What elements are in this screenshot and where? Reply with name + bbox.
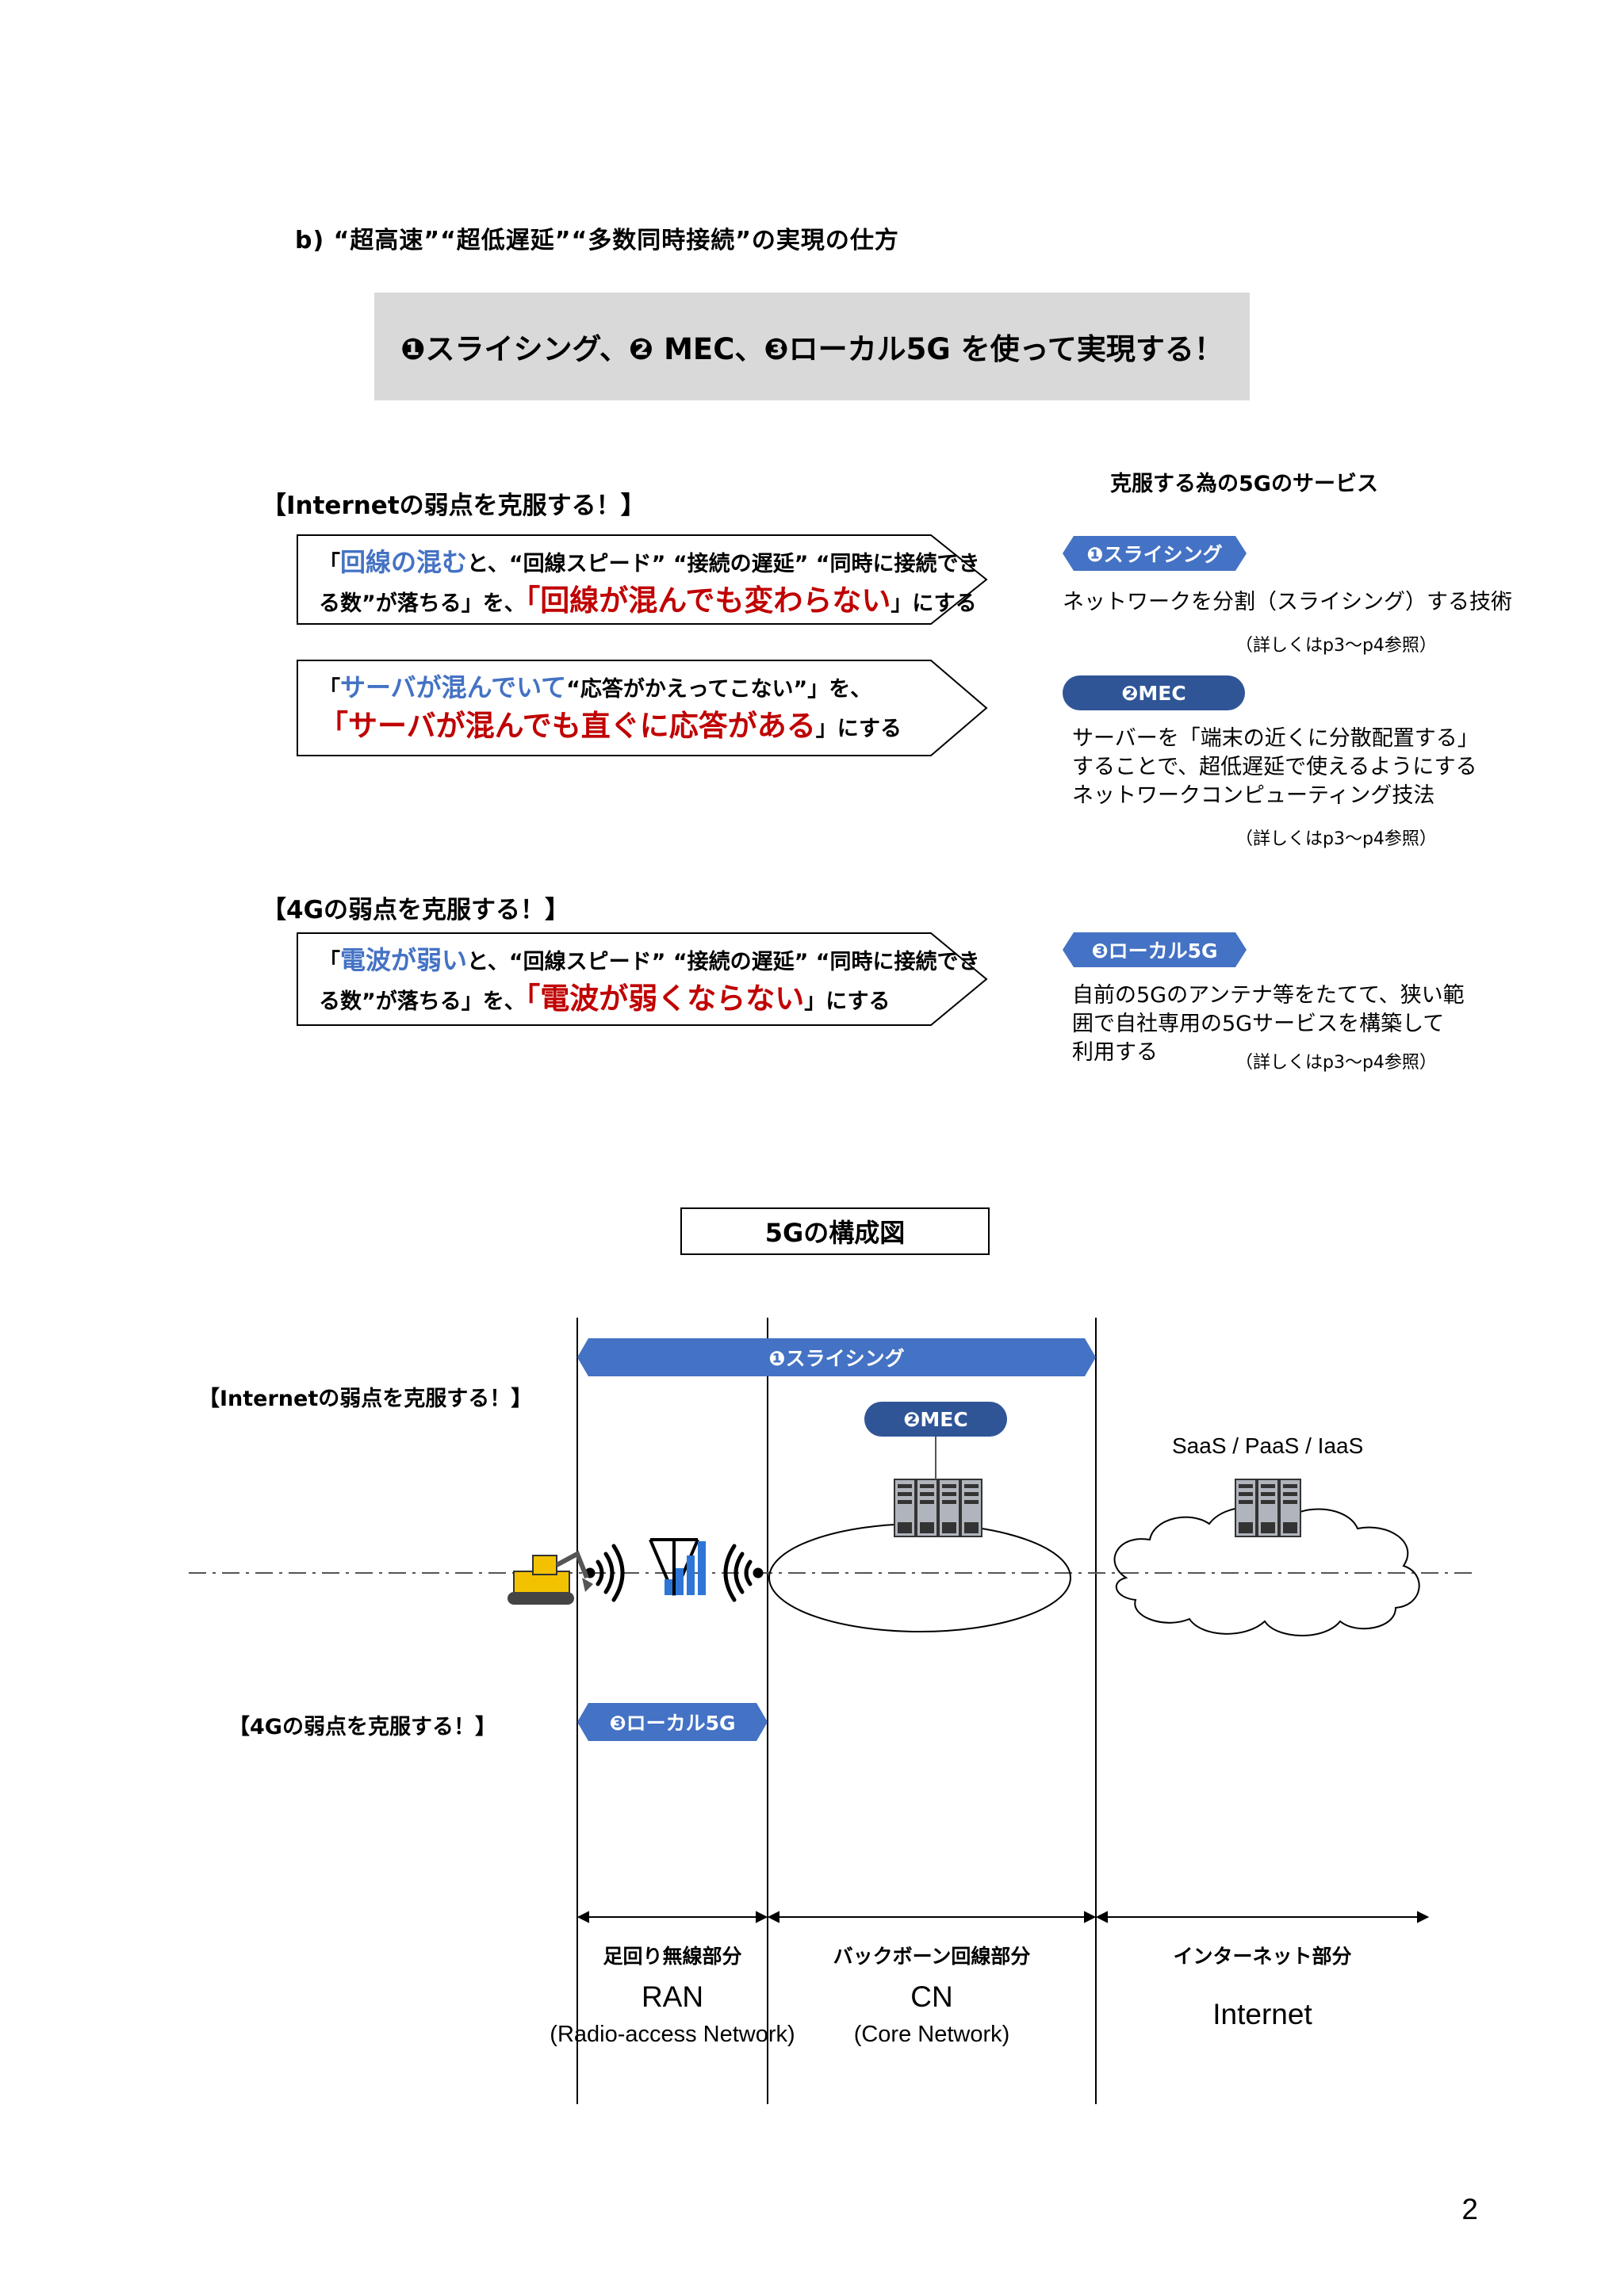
problem-box-1-text: 「回線の混むと、“回線スピード” “接続の遅延” “同時に接続でき る数”が落ち… bbox=[319, 544, 979, 622]
box2-l2-post: 」にする bbox=[815, 717, 902, 741]
cloud-server-icon bbox=[1235, 1479, 1301, 1537]
box2-l1-pre: 「 bbox=[319, 677, 340, 702]
segment-cn-label: バックボーン回線部分 bbox=[833, 1945, 1031, 1968]
wave-right-icon bbox=[723, 1544, 764, 1602]
segment-internet-name: Internet bbox=[1212, 1998, 1312, 2030]
box1-highlight-blue: 回線の混む bbox=[340, 547, 468, 577]
problem-box-3-text: 「電波が弱いと、“回線スピード” “接続の遅延” “同時に接続でき る数”が落ち… bbox=[319, 942, 979, 1020]
box1-l1-pre: 「 bbox=[319, 552, 340, 576]
service-local5g-desc: 自前の5Gのアンテナ等をたてて、狭い範 囲で自社専用の5Gサービスを構築して 利… bbox=[1072, 982, 1465, 1067]
segment-arrows bbox=[576, 1911, 1430, 1923]
diagram-mec-label: ❷MEC bbox=[903, 1407, 968, 1431]
service-local5g-desc-line: 利用する bbox=[1072, 1040, 1158, 1065]
services-header: 克服する為の5Gのサービス bbox=[1110, 472, 1378, 496]
diagram-title-text: 5Gの構成図 bbox=[764, 1218, 906, 1248]
diagram-title: 5Gの構成図 bbox=[680, 1207, 990, 1255]
excavator-icon bbox=[508, 1550, 593, 1605]
box3-highlight-blue: 電波が弱い bbox=[340, 945, 468, 975]
diagram-local5g-badge: ❸ローカル5G bbox=[577, 1703, 768, 1741]
segment-ran-name: RAN bbox=[641, 1980, 704, 2013]
service-slicing-label: ❶スライシング bbox=[1086, 543, 1223, 566]
service-local5g-label: ❸ローカル5G bbox=[1091, 939, 1218, 962]
diagram-4g-weak: 【4Gの弱点を克服する！】 bbox=[228, 1715, 496, 1739]
signal-bars-icon bbox=[665, 1541, 706, 1595]
service-slicing-badge: ❶スライシング bbox=[1063, 536, 1247, 571]
service-local5g-desc-line: 自前の5Gのアンテナ等をたてて、狭い範 bbox=[1072, 983, 1465, 1008]
diagram-local5g-label: ❸ローカル5G bbox=[609, 1712, 736, 1735]
diagram-mec-badge: ❷MEC bbox=[864, 1402, 1007, 1437]
box3-highlight-red: 「電波が弱くならない bbox=[525, 982, 805, 1016]
box1-highlight-red: 「回線が混んでも変わらない bbox=[525, 584, 891, 618]
section-heading: b) “超高速”“超低遅延”“多数同時接続”の実現の仕方 bbox=[295, 227, 899, 254]
box2-highlight-red: 「サーバが混んでも直ぐに応答がある bbox=[319, 709, 816, 743]
diagram-slicing-label: ❶スライシング bbox=[768, 1347, 905, 1370]
service-local5g-badge: ❸ローカル5G bbox=[1063, 932, 1247, 967]
box3-l1-pre: 「 bbox=[319, 950, 340, 974]
service-slicing-desc-line: ネットワークを分割（スライシング）する技術 bbox=[1063, 590, 1512, 614]
segment-ran-sub: (Radio-access Network) bbox=[550, 2022, 795, 2047]
mec-server-icon bbox=[894, 1479, 982, 1537]
diagram-internet-weak: 【Internetの弱点を克服する！】 bbox=[198, 1387, 533, 1411]
banner-text: ❶スライシング、❷ MEC、❸ローカル5G を使って実現する！ bbox=[400, 332, 1224, 366]
service-slicing-ref: （詳しくはp3～p4参照） bbox=[1235, 636, 1437, 656]
problem-box-3-frame bbox=[297, 932, 988, 1026]
box3-l2-post: 」にする bbox=[804, 989, 891, 1014]
box1-l1-post: と、“回線スピード” “接続の遅延” “同時に接続でき bbox=[467, 552, 980, 576]
diagram-slicing-band: ❶スライシング bbox=[577, 1338, 1096, 1376]
cloud-services-label: SaaS / PaaS / IaaS bbox=[1172, 1433, 1364, 1458]
box3-l2-pre: る数”が落ちる」を、 bbox=[319, 989, 526, 1014]
segment-cn-name: CN bbox=[910, 1980, 953, 2013]
service-mec-desc-line: サーバーを「端末の近くに分散配置する」 bbox=[1072, 726, 1479, 751]
fourg-section-heading: 【4Gの弱点を克服する！】 bbox=[262, 896, 570, 924]
internet-section-heading: 【Internetの弱点を克服する！】 bbox=[262, 492, 645, 520]
service-mec-desc-line: ネットワークコンピューティング技法 bbox=[1072, 783, 1435, 808]
service-mec-badge: ❷MEC bbox=[1063, 675, 1245, 710]
page-number: 2 bbox=[1461, 2193, 1478, 2225]
internet-cloud bbox=[1113, 1506, 1420, 1636]
problem-box-2-frame bbox=[297, 660, 988, 756]
service-mec-desc-line: することで、超低遅延で使えるようにする bbox=[1072, 755, 1477, 779]
box1-l2-post: 」にする bbox=[891, 591, 977, 616]
service-mec-desc: サーバーを「端末の近くに分散配置する」 することで、超低遅延で使えるようにする … bbox=[1072, 725, 1479, 810]
service-local5g-desc-line: 囲で自社専用の5Gサービスを構築して bbox=[1072, 1012, 1445, 1036]
segment-internet-label: インターネット部分 bbox=[1173, 1945, 1352, 1968]
service-mec-label: ❷MEC bbox=[1121, 681, 1186, 705]
service-slicing-desc: ネットワークを分割（スライシング）する技術 bbox=[1063, 588, 1512, 617]
summary-banner: ❶スライシング、❷ MEC、❸ローカル5G を使って実現する！ bbox=[374, 293, 1250, 400]
service-mec-ref: （詳しくはp3～p4参照） bbox=[1235, 829, 1437, 849]
core-network-ellipse bbox=[768, 1523, 1071, 1632]
service-local5g-ref: （詳しくはp3～p4参照） bbox=[1235, 1053, 1437, 1073]
box1-l2-pre: る数”が落ちる」を、 bbox=[319, 591, 526, 616]
segment-ran-label: 足回り無線部分 bbox=[603, 1945, 742, 1968]
box2-l1-post: “応答がかえってこない”」を、 bbox=[566, 677, 872, 702]
problem-box-1-frame bbox=[297, 534, 988, 625]
box3-l1-post: と、“回線スピード” “接続の遅延” “同時に接続でき bbox=[467, 950, 980, 974]
box2-highlight-blue: サーバが混んでいて bbox=[340, 672, 567, 702]
problem-box-2-text: 「サーバが混んでいて“応答がかえってこない”」を、 「サーバが混んでも直ぐに応答… bbox=[319, 669, 902, 748]
segment-cn-sub: (Core Network) bbox=[853, 2022, 1010, 2047]
